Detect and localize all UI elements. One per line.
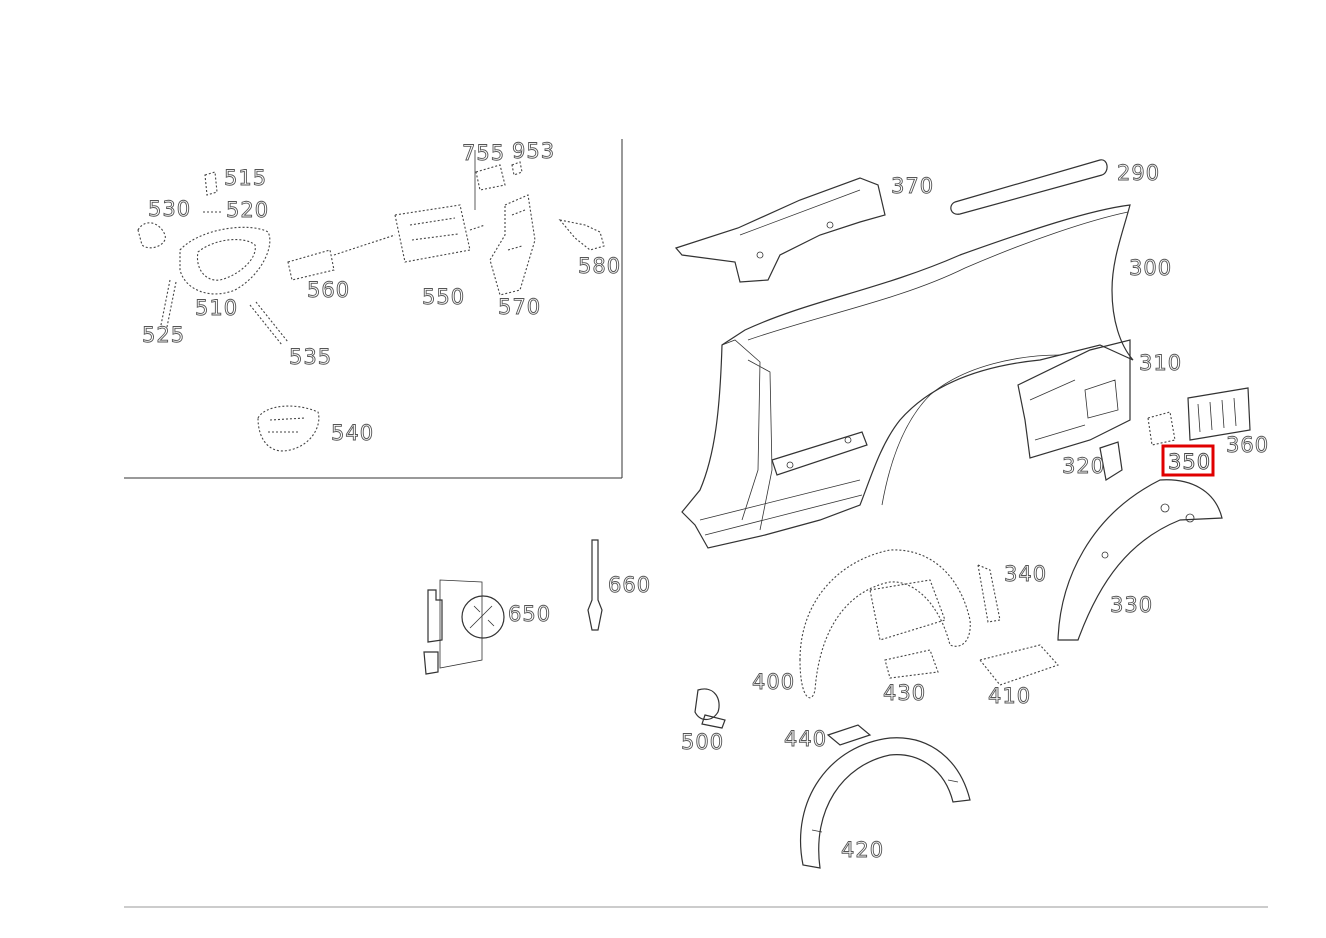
- callout-953[interactable]: 953: [512, 139, 555, 164]
- callout-515[interactable]: 515: [224, 166, 267, 191]
- callout-580[interactable]: 580: [578, 254, 621, 279]
- callout-430[interactable]: 430: [883, 681, 926, 706]
- side-wall-assembly: [423, 159, 1251, 869]
- fuel-flap-assembly: [137, 161, 605, 452]
- callout-535[interactable]: 535: [289, 345, 332, 370]
- callout-525[interactable]: 525: [142, 323, 185, 348]
- callout-330[interactable]: 330: [1110, 593, 1153, 618]
- callout-520[interactable]: 520: [226, 198, 269, 223]
- callout-510[interactable]: 510: [195, 296, 238, 321]
- callout-340[interactable]: 340: [1004, 562, 1047, 587]
- callout-500[interactable]: 500: [681, 730, 724, 755]
- callout-310[interactable]: 310: [1139, 351, 1182, 376]
- callout-420[interactable]: 420: [841, 838, 884, 863]
- callout-660[interactable]: 660: [608, 573, 651, 598]
- callout-570[interactable]: 570: [498, 295, 541, 320]
- callout-300[interactable]: 300: [1129, 256, 1172, 281]
- callout-530[interactable]: 530: [148, 197, 191, 222]
- callout-540[interactable]: 540: [331, 421, 374, 446]
- inset-box: [124, 139, 623, 479]
- callout-labels: 755 953 515 530 520 560 550 580 510 570 …: [142, 139, 1269, 863]
- callout-650[interactable]: 650: [508, 602, 551, 627]
- callout-440[interactable]: 440: [784, 727, 827, 752]
- callout-755[interactable]: 755: [462, 141, 505, 166]
- callout-400[interactable]: 400: [752, 670, 795, 695]
- callout-560[interactable]: 560: [307, 278, 350, 303]
- callout-410[interactable]: 410: [988, 684, 1031, 709]
- callout-350[interactable]: 350: [1168, 450, 1211, 475]
- callout-550[interactable]: 550: [422, 285, 465, 310]
- callout-370[interactable]: 370: [891, 174, 934, 199]
- callout-290[interactable]: 290: [1117, 161, 1160, 186]
- highlight-box[interactable]: [1161, 444, 1215, 477]
- callout-360[interactable]: 360: [1226, 433, 1269, 458]
- callout-320[interactable]: 320: [1062, 454, 1105, 479]
